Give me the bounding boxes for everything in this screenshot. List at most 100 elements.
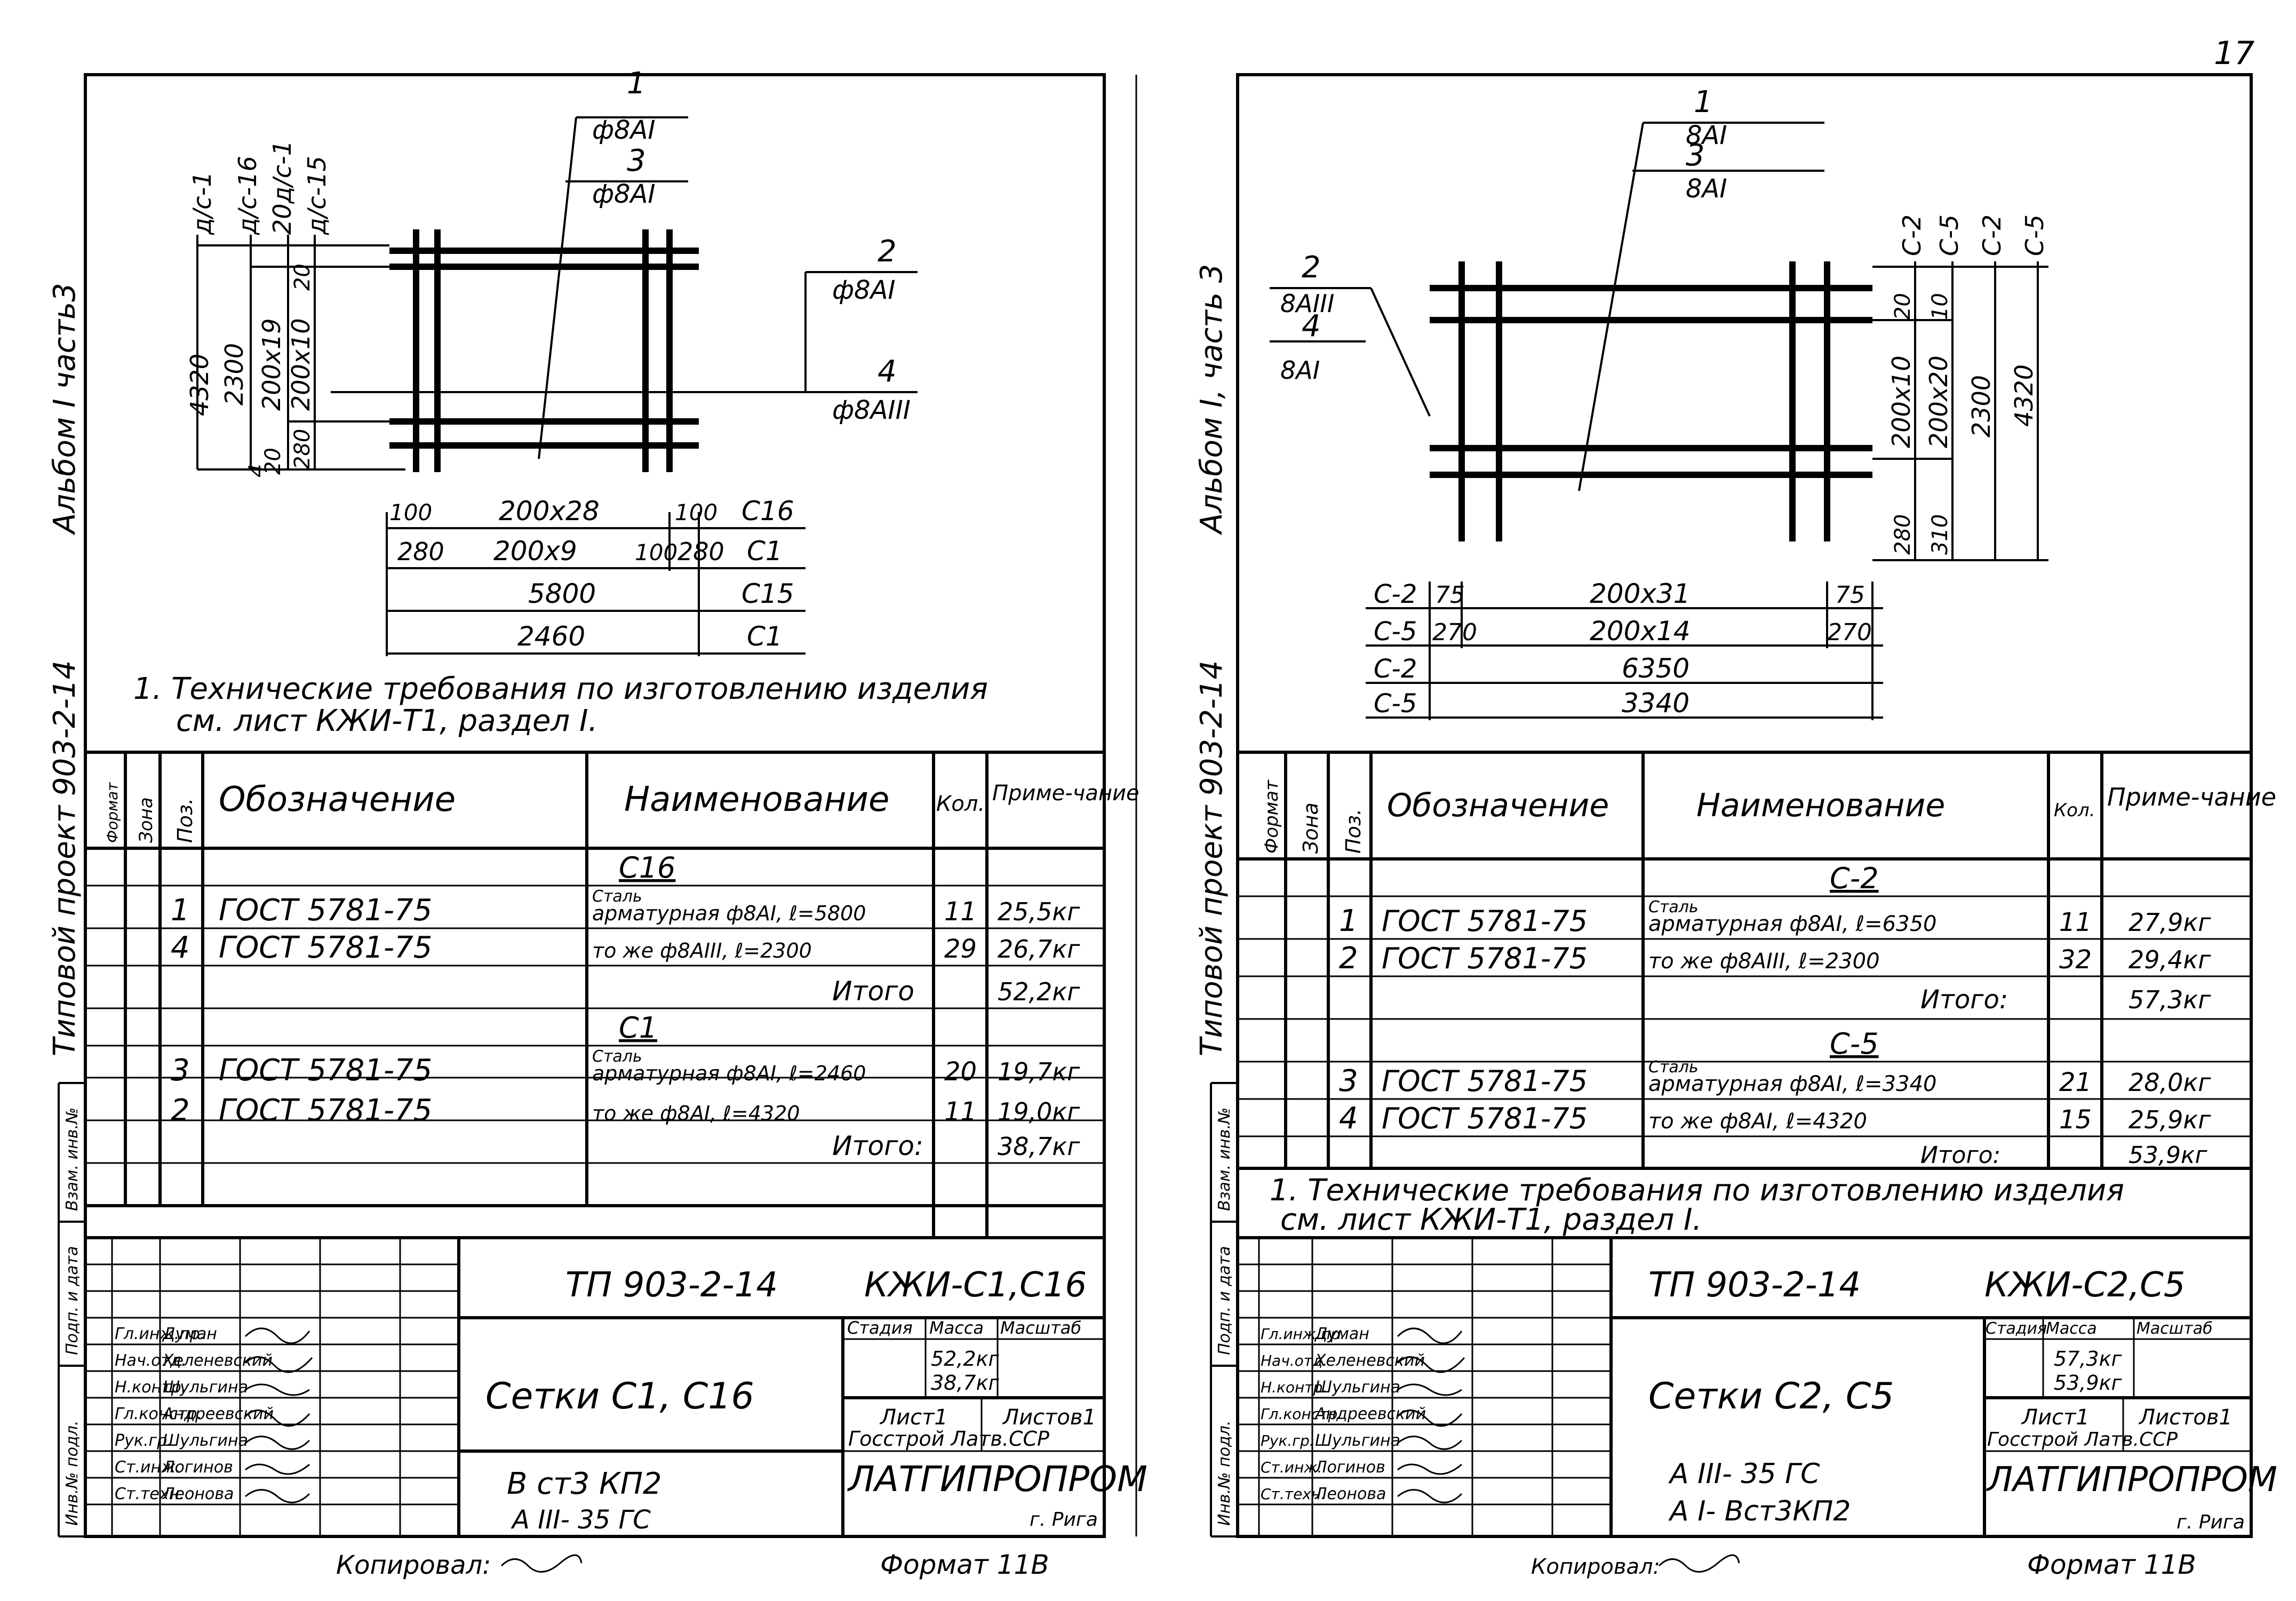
right-r2-pos: 2 <box>1339 941 1358 976</box>
left-th-designation: Обозначение <box>219 780 456 819</box>
page-number: 17 <box>2214 35 2254 72</box>
left-r2-note: 26,7кг <box>998 935 1080 963</box>
right-th-pos: Поз. <box>1342 809 1365 854</box>
right-tb-name-4: Андреевский <box>1314 1405 1426 1423</box>
left-vdim-20-bottom: 20 <box>261 448 285 475</box>
left-th-pos: Поз. <box>173 798 197 843</box>
left-vdim-header-2: д/с-16 <box>233 156 262 235</box>
right-vdim-4320: 4320 <box>2010 364 2038 427</box>
right-hdim-r3b: 6350 <box>1622 653 1689 684</box>
right-album-label: Альбом I, часть 3 <box>1194 264 1229 535</box>
left-callout-3-num: 3 <box>627 144 646 178</box>
left-format-label: Формат 11В <box>880 1549 1049 1580</box>
left-tb-org2: ЛАТГИПРОПРОМ <box>847 1459 1147 1500</box>
right-tb-role-2: Нач.отд. <box>1261 1352 1327 1369</box>
left-tb-code: ТП 903-2-14 <box>565 1265 778 1305</box>
right-format-label: Формат 11В <box>2027 1549 2196 1580</box>
left-hdim-r2d: 280 <box>677 537 724 566</box>
right-callout-1-num: 1 <box>1694 85 1713 120</box>
left-callout-3-spec: ф8АI <box>592 179 656 209</box>
right-r2-note: 29,4кг <box>2128 945 2211 974</box>
right-hdim-r2c: 200х14 <box>1590 616 1691 647</box>
right-vdim-20: 20 <box>1891 293 1915 320</box>
left-tb-mass2: 38,7кг <box>931 1371 1000 1395</box>
right-note-line1: 1. Технические требования по изготовлени… <box>1270 1173 2124 1208</box>
left-callout-1-spec: ф8АI <box>592 115 656 145</box>
left-r4-pos: 2 <box>171 1093 190 1128</box>
left-vdim-4320: 4320 <box>185 354 214 416</box>
left-group1-title: С16 <box>619 851 675 885</box>
left-r2-qty: 29 <box>944 934 977 964</box>
right-total2-label: Итого: <box>1920 1142 2000 1169</box>
left-copied-label: Копировал: <box>336 1550 491 1580</box>
right-tb-name-1: Думан <box>1314 1325 1369 1343</box>
right-hdim-r2a: С-5 <box>1374 617 1417 647</box>
left-stamp-field3: Взам. инв.№ <box>63 1108 82 1211</box>
left-total1-value: 52,2кг <box>998 977 1080 1006</box>
right-group1-title: С-2 <box>1830 862 1879 895</box>
left-project-label: Типовой проект 903-2-14 <box>47 660 82 1056</box>
right-tb-sheet-code: КЖИ-С2,С5 <box>1984 1265 2186 1305</box>
right-callout-3-num: 3 <box>1686 138 1705 173</box>
right-tb-role-1: Гл.инж.пр. <box>1261 1325 1345 1343</box>
right-r3-doc: ГОСТ 5781-75 <box>1382 1064 1588 1098</box>
right-vdim-10: 10 <box>1928 293 1952 320</box>
left-tb-name-1: Думан <box>162 1325 217 1343</box>
left-tb-role-6: Ст.инж. <box>115 1458 181 1477</box>
left-tb-name-3: Шульгина <box>163 1378 248 1397</box>
left-r1-name: арматурная ф8АI, ℓ=5800 <box>592 902 866 925</box>
left-tb-sheets: Листов1 <box>1002 1405 1096 1430</box>
left-vdim-header-4: д/с-15 <box>302 156 331 235</box>
right-hdim-r2d: 270 <box>1827 619 1872 646</box>
left-callout-4-num: 4 <box>878 354 897 389</box>
left-tb-role-2: Нач.отд. <box>115 1351 186 1370</box>
right-r4-doc: ГОСТ 5781-75 <box>1382 1102 1588 1135</box>
right-r3-name-top: Сталь <box>1648 1058 1699 1077</box>
right-tb-scale-label: Масштаб <box>2136 1319 2213 1338</box>
right-callout-2-spec: 8АIII <box>1280 289 1334 318</box>
left-note-line2: см. лист КЖИ-Т1, раздел I. <box>176 704 597 738</box>
right-th-designation: Обозначение <box>1387 787 1609 824</box>
left-hdim-r4b: С1 <box>747 621 783 652</box>
left-r1-pos: 1 <box>171 893 190 928</box>
right-tb-name-7: Леонова <box>1314 1485 1386 1503</box>
left-r4-qty: 11 <box>944 1097 977 1127</box>
right-th-note: Приме-чание <box>2107 783 2276 811</box>
right-r2-name: то же ф8АIII, ℓ=2300 <box>1648 949 1880 974</box>
left-hdim-r4a: 2460 <box>517 621 585 652</box>
left-hdim-r1c: 100 <box>675 499 718 525</box>
right-tb-mass-label: Масса <box>2046 1319 2097 1338</box>
right-r3-note: 28,0кг <box>2128 1068 2211 1097</box>
left-callout-2-num: 2 <box>878 234 897 269</box>
left-tb-material2: А III- 35 ГС <box>511 1505 651 1535</box>
left-th-format: Формат <box>103 782 121 843</box>
right-r4-note: 25,9кг <box>2128 1105 2211 1134</box>
left-tb-title: Сетки С1, С16 <box>485 1375 754 1417</box>
right-callout-4-spec: 8АI <box>1280 356 1320 385</box>
right-hdim-r1a: С-2 <box>1374 579 1417 609</box>
left-tb-sheet: Лист1 <box>879 1405 948 1430</box>
left-group2-title: С1 <box>619 1011 657 1045</box>
left-th-zone: Зона <box>135 797 157 843</box>
left-vdim-20-top: 20 <box>290 264 315 291</box>
right-tb-name-5: Шульгина <box>1315 1431 1400 1450</box>
right-callout-2-num: 2 <box>1302 250 1321 285</box>
left-tb-city: г. Рига <box>1030 1509 1098 1531</box>
right-r3-qty: 21 <box>2059 1068 2092 1097</box>
right-tb-org1: Госстрой Латв.ССР <box>1987 1429 2178 1451</box>
left-r2-doc: ГОСТ 5781-75 <box>219 930 432 965</box>
right-tb-role-7: Ст.техн. <box>1261 1485 1326 1503</box>
right-spec-table <box>1238 751 2251 1239</box>
left-callout-1-num: 1 <box>627 66 646 101</box>
left-hdim-r2c: 100 <box>635 539 677 565</box>
left-callout-2-spec: ф8АI <box>832 275 896 305</box>
right-hdim-r2b: 270 <box>1432 619 1477 646</box>
left-title-block <box>85 1238 1104 1536</box>
left-tb-name-5: Шульгина <box>163 1431 248 1450</box>
right-callout-1-spec: 8АI <box>1686 121 1727 150</box>
left-r3-name-top: Сталь <box>592 1047 642 1066</box>
left-r3-name: арматурная ф8АI, ℓ=2460 <box>592 1062 866 1085</box>
right-th-name: Наименование <box>1696 787 1945 824</box>
right-tb-sheets: Листов1 <box>2138 1405 2233 1430</box>
right-r1-note: 27,9кг <box>2128 908 2211 937</box>
